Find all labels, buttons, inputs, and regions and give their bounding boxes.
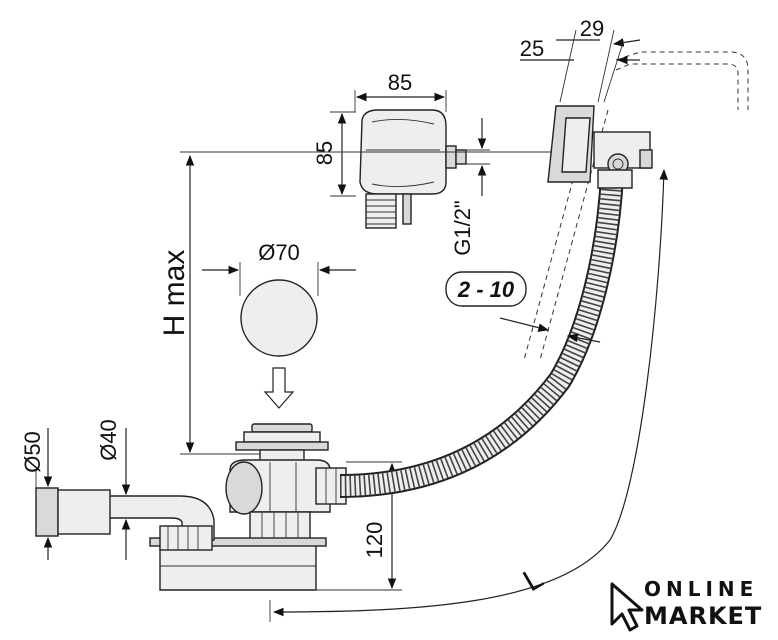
- diameter-40-label: Ø40: [96, 419, 121, 461]
- range-label: 2 - 10: [457, 277, 515, 302]
- length-l-label: L: [518, 561, 549, 598]
- thread-label: G1/2": [450, 200, 475, 256]
- dimension-120-label: 120: [362, 522, 387, 559]
- threaded-stub: [365, 193, 412, 229]
- h-max-dimension: H max: [158, 151, 556, 455]
- dim-29-label: 29: [580, 16, 604, 41]
- dim-25-label: 25: [520, 36, 544, 61]
- drain-assembly: [35, 423, 347, 591]
- cursor-arrow-icon: [610, 582, 644, 632]
- brand-line-1: ONLINE: [644, 577, 758, 601]
- width-85-label: 85: [388, 70, 412, 95]
- inlet-dimensions: 25 29: [520, 16, 641, 103]
- brand-line-2: MARKET: [644, 602, 762, 630]
- brand-logo: ONLINE MARKET: [610, 577, 762, 632]
- inlet-fitting: [547, 105, 653, 189]
- height-85-label: 85: [312, 141, 337, 165]
- overflow-head: 85 85 G1/2": [312, 70, 490, 256]
- diameter-70-label: Ø70: [258, 240, 300, 265]
- bath-wall: [523, 51, 749, 361]
- plug-cap: Ø70: [202, 240, 356, 409]
- outlet-dimensions: Ø50 Ø40: [20, 419, 131, 560]
- down-arrow-icon: [263, 367, 295, 409]
- diameter-50-label: Ø50: [20, 431, 45, 473]
- h-max-label: H max: [158, 250, 191, 337]
